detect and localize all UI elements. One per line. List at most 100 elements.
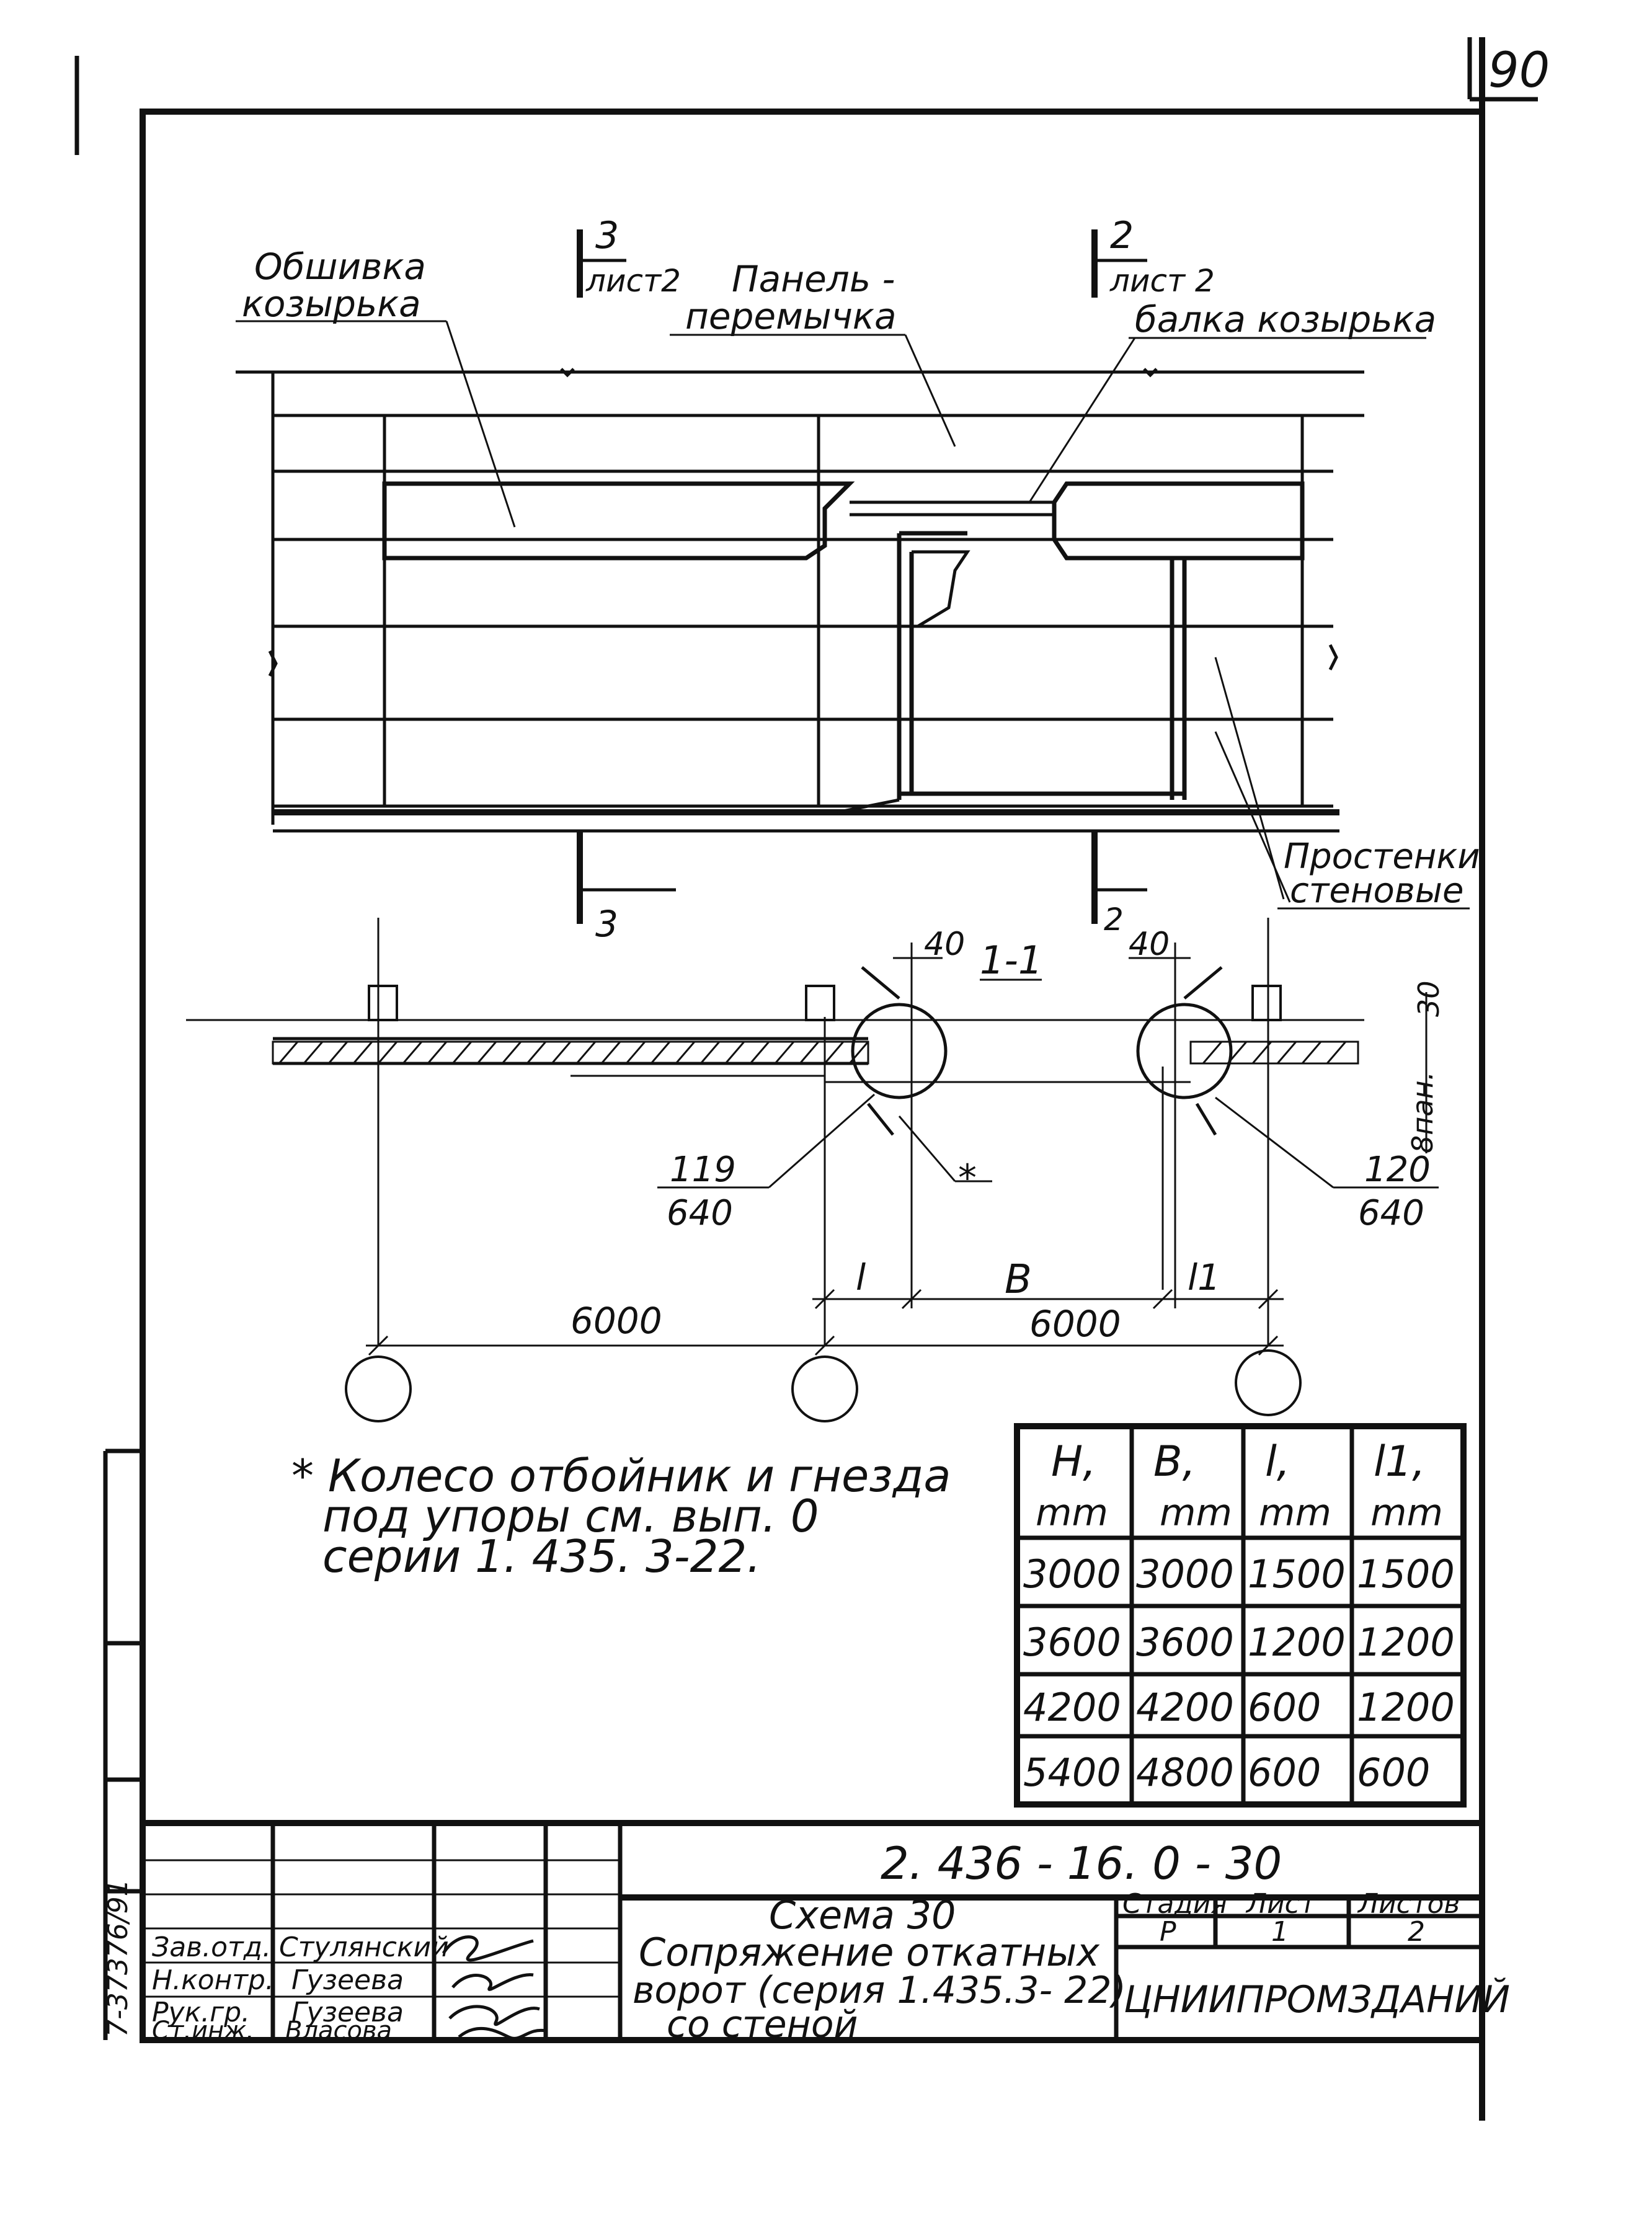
svg-text:со стеной: со стеной — [667, 2003, 858, 2046]
signature — [458, 2026, 546, 2040]
svg-text:mm: mm — [1259, 1491, 1331, 1535]
signature — [451, 1973, 534, 1991]
svg-text:Зав.отд.: Зав.отд. — [152, 1932, 271, 1963]
svg-text:Гузеева: Гузеева — [291, 1997, 404, 2028]
table-header-l1: l1, — [1374, 1437, 1426, 1486]
svg-text:*: * — [958, 1156, 977, 1200]
section-marker-2-top: 2 лист 2 — [1091, 214, 1215, 299]
svg-text:Листов: Листов — [1357, 1888, 1460, 1920]
footnote: * Колесо отбойник и гнезда под упоры см.… — [291, 1450, 951, 1582]
svg-text:640: 640 — [1358, 1193, 1424, 1233]
svg-text:Власова: Власова — [285, 2016, 392, 2045]
svg-text:Гузеева: Гузеева — [291, 1964, 404, 1996]
svg-text:mm: mm — [1160, 1491, 1232, 1535]
svg-text:стеновые: стеновые — [1290, 871, 1463, 911]
table-cell: 4800 — [1136, 1750, 1234, 1795]
title-block — [103, 1449, 1482, 2040]
table-cell: 5400 — [1023, 1750, 1121, 1795]
table-cell: 600 — [1357, 1750, 1430, 1795]
svg-text:Сопряжение откатных: Сопряжение откатных — [639, 1930, 1100, 1975]
table-cell: 1200 — [1357, 1620, 1455, 1665]
svg-text:640: 640 — [667, 1193, 733, 1233]
section-marker-3-top: 3 лист2 — [577, 214, 681, 299]
svg-text:3: 3 — [595, 903, 618, 945]
table-cell: 1200 — [1248, 1620, 1346, 1665]
facade-elevation — [236, 368, 1364, 833]
svg-text:Схема 30: Схема 30 — [769, 1892, 956, 1938]
svg-text:серии 1. 435. 3-22.: серии 1. 435. 3-22. — [322, 1530, 761, 1582]
table-cell: 600 — [1248, 1750, 1321, 1795]
table-cell: 3600 — [1023, 1620, 1121, 1665]
svg-text:8пан.: 8пан. — [1406, 1071, 1439, 1153]
signature — [448, 2005, 540, 2026]
document-code: 2. 436 - 16. 0 - 30 — [881, 1837, 1282, 1889]
svg-text:Лист: Лист — [1245, 1888, 1317, 1920]
wall-hatching — [278, 1041, 1347, 1064]
svg-text:B: B — [1005, 1257, 1032, 1303]
svg-text:ворот (серия 1.435.3- 22): ворот (серия 1.435.3- 22) — [633, 1969, 1126, 2012]
svg-text:6000: 6000 — [571, 1300, 662, 1342]
section-num-2-top: 2 — [1110, 214, 1134, 257]
callout-120-640: 120 640 — [1215, 1096, 1439, 1233]
table-cell: 1500 — [1248, 1551, 1346, 1597]
grid-bubble — [1235, 1349, 1302, 1416]
table-header-l: l, — [1265, 1437, 1290, 1486]
page-number: 90 — [1488, 43, 1550, 99]
section-title-1-1: 1-1 — [980, 938, 1042, 983]
svg-text:Обшивка: Обшивка — [254, 246, 426, 288]
svg-text:6000: 6000 — [1029, 1303, 1121, 1345]
svg-text:козырька: козырька — [242, 283, 421, 325]
stage-sheets-cells: Стадия Лист Листов Р 1 2 — [1122, 1888, 1460, 1948]
section-marker-2-bottom: 2 — [1091, 831, 1147, 938]
svg-text:* Колесо отбойник и гнезда: * Колесо отбойник и гнезда — [291, 1450, 951, 1502]
svg-text:120: 120 — [1364, 1150, 1431, 1190]
organization-name: ЦНИИПРОМЗДАНИЙ — [1124, 1977, 1510, 2021]
label-cladding: Обшивка козырька — [236, 246, 516, 528]
table-cell: 600 — [1248, 1685, 1321, 1730]
svg-text:Стулянский: Стулянский — [279, 1932, 449, 1963]
svg-text:Панель -: Панель - — [732, 258, 895, 300]
svg-text:Простенки: Простенки — [1284, 836, 1480, 877]
svg-text:30: 30 — [1412, 980, 1446, 1017]
svg-text:Рук.гр.: Рук.гр. — [152, 1997, 250, 2028]
table-cell: 4200 — [1023, 1685, 1121, 1730]
table-cell: 1500 — [1357, 1551, 1455, 1597]
grid-bubble — [791, 1355, 858, 1422]
signature — [442, 1935, 534, 1962]
section-sheet-left: лист2 — [585, 263, 681, 299]
label-wall-piers: Простенки стеновые — [1214, 657, 1480, 911]
table-cell: 4200 — [1136, 1685, 1234, 1730]
svg-text:l1: l1 — [1188, 1256, 1220, 1298]
drawing-title: Схема 30 Сопряжение откатных ворот (сери… — [633, 1892, 1126, 2046]
svg-text:119: 119 — [670, 1150, 736, 1190]
svg-text:mm: mm — [1036, 1491, 1108, 1535]
svg-text:Р: Р — [1160, 1916, 1176, 1948]
svg-text:перемычка: перемычка — [685, 295, 897, 337]
table-cell: 3000 — [1136, 1551, 1234, 1597]
svg-text:Н.контр.: Н.контр. — [152, 1964, 274, 1996]
svg-text:2: 2 — [1408, 1916, 1425, 1948]
callout-119-640: 119 640 — [657, 1093, 875, 1233]
section-sheet-right: лист 2 — [1109, 263, 1215, 299]
table-cell: 3600 — [1136, 1620, 1234, 1665]
label-canopy-beam: балка козырька — [1028, 298, 1436, 503]
table-cell: 3000 — [1023, 1551, 1121, 1597]
svg-text:2: 2 — [1104, 902, 1124, 938]
sheet-frame — [74, 37, 1538, 2121]
section-num-3-top: 3 — [595, 214, 619, 257]
table-cell: 1200 — [1357, 1685, 1455, 1730]
plan-section: 1-1 — [186, 918, 1446, 1422]
svg-text:Ст.инж.: Ст.инж. — [152, 2016, 254, 2045]
star-callout: * — [898, 1116, 992, 1200]
staff-table: Зав.отд. Стулянский Н.контр. Гузеева Рук… — [152, 1932, 546, 2045]
svg-text:40: 40 — [924, 926, 965, 963]
svg-text:1: 1 — [1271, 1916, 1289, 1948]
svg-text:балка козырька: балка козырька — [1135, 298, 1436, 340]
table-header-b: B, — [1153, 1437, 1196, 1486]
label-panel-lintel: Панель - перемычка — [670, 258, 956, 447]
parameters-table: H, mm B, mm l, mm l1, mm 3000 3000 1500 … — [1014, 1423, 1467, 1808]
svg-text:под упоры см. вып. 0: под упоры см. вып. 0 — [322, 1490, 819, 1542]
grid-bubble — [345, 1355, 412, 1422]
svg-text:40: 40 — [1129, 926, 1170, 963]
